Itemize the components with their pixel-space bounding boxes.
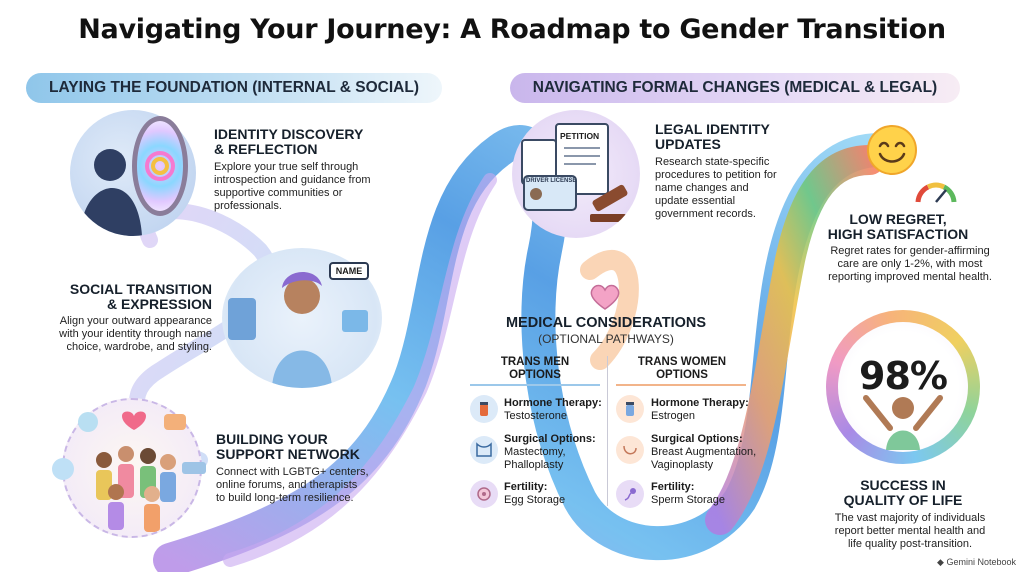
legal-body: Research state-specific procedures to pe… bbox=[655, 156, 777, 220]
globe-icon bbox=[52, 458, 74, 480]
mirror-icon bbox=[132, 116, 188, 216]
sparkle-icon: ◆ bbox=[937, 557, 944, 567]
men-option-title: Surgical Options: bbox=[504, 433, 596, 445]
regret-title: LOW REGRET, HIGH SATISFACTION bbox=[827, 211, 969, 242]
women-option-title: Fertility: bbox=[651, 481, 695, 493]
section-pill-formal-changes: NAVIGATING FORMAL CHANGES (MEDICAL & LEG… bbox=[510, 73, 960, 103]
trans-men-header: TRANS MEN OPTIONS bbox=[500, 356, 570, 381]
women-option-value: Sperm Storage bbox=[651, 494, 725, 506]
women-option-title: Surgical Options: bbox=[651, 433, 743, 445]
support-title: BUILDING YOUR SUPPORT NETWORK bbox=[216, 431, 360, 462]
name-tag: NAME bbox=[329, 262, 369, 280]
smiley-face-icon bbox=[866, 124, 918, 181]
medication-vial-icon bbox=[470, 395, 498, 423]
shorts-icon bbox=[342, 310, 368, 332]
legal-title: LEGAL IDENTITY UPDATES bbox=[655, 121, 770, 152]
men-option-title: Hormone Therapy: bbox=[504, 397, 602, 409]
driver-license-card bbox=[523, 175, 577, 211]
men-option-value: Egg Storage bbox=[504, 494, 566, 506]
petition-label: PETITION bbox=[560, 131, 600, 141]
chat-bubble-icon bbox=[164, 414, 186, 430]
breast-icon bbox=[616, 436, 644, 464]
social-title: SOCIAL TRANSITION & EXPRESSION bbox=[69, 281, 212, 312]
chest-icon bbox=[470, 436, 498, 464]
egg-cell-icon bbox=[470, 480, 498, 508]
support-body: Connect with LGBTG+ centers, online foru… bbox=[216, 466, 369, 504]
women-option-value: Vaginoplasty bbox=[651, 459, 714, 471]
page-title: Navigating Your Journey: A Roadmap to Ge… bbox=[78, 14, 946, 45]
legal-illustration bbox=[512, 110, 640, 238]
gavel-icon bbox=[592, 184, 628, 212]
women-option-title: Hormone Therapy: bbox=[651, 397, 749, 409]
medical-title: MEDICAL CONSIDERATIONS bbox=[505, 315, 707, 331]
medical-subtitle: (OPTIONAL PATHWAYS) bbox=[538, 332, 674, 346]
men-option-value: Mastectomy, bbox=[504, 446, 566, 458]
social-body: Align your outward appearance with your … bbox=[59, 315, 212, 353]
success-ring bbox=[826, 310, 980, 464]
heart-icon bbox=[122, 411, 146, 430]
women-option-value: Estrogen bbox=[651, 410, 696, 422]
success-body: The vast majority of individuals report … bbox=[834, 512, 986, 550]
success-percent: 98% bbox=[859, 354, 948, 398]
men-divider bbox=[470, 384, 600, 386]
women-option-value: Breast Augmentation, bbox=[651, 446, 757, 458]
pill-bottle-icon bbox=[616, 395, 644, 423]
identity-body: Explore your true self through introspec… bbox=[214, 161, 371, 212]
couch-icon bbox=[182, 462, 206, 474]
section-pill-foundation: LAYING THE FOUNDATION (INTERNAL & SOCIAL… bbox=[26, 73, 442, 103]
men-option-value: Testosterone bbox=[504, 410, 567, 422]
hands-icon bbox=[78, 412, 98, 432]
identity-title: IDENTITY DISCOVERY & REFLECTION bbox=[214, 126, 364, 157]
trans-women-header: TRANS WOMEN OPTIONS bbox=[637, 356, 727, 381]
footer-label: Gemini Notebook bbox=[946, 557, 1016, 567]
women-divider bbox=[616, 384, 746, 386]
regret-body: Regret rates for gender-affirming care a… bbox=[828, 245, 992, 283]
head-silhouette bbox=[94, 149, 126, 181]
men-option-value: Phalloplasty bbox=[504, 459, 564, 471]
jacket-icon bbox=[228, 298, 256, 340]
heart-icon bbox=[590, 284, 620, 315]
success-title: SUCCESS IN QUALITY OF LIFE bbox=[843, 477, 963, 508]
gauge-icon bbox=[914, 180, 958, 211]
men-option-title: Fertility: bbox=[504, 481, 548, 493]
license-label: DRIVER LICENSE bbox=[526, 178, 577, 184]
footer-credit: ◆ Gemini Notebook bbox=[937, 557, 1016, 568]
sperm-icon bbox=[616, 480, 644, 508]
column-divider bbox=[607, 356, 608, 506]
